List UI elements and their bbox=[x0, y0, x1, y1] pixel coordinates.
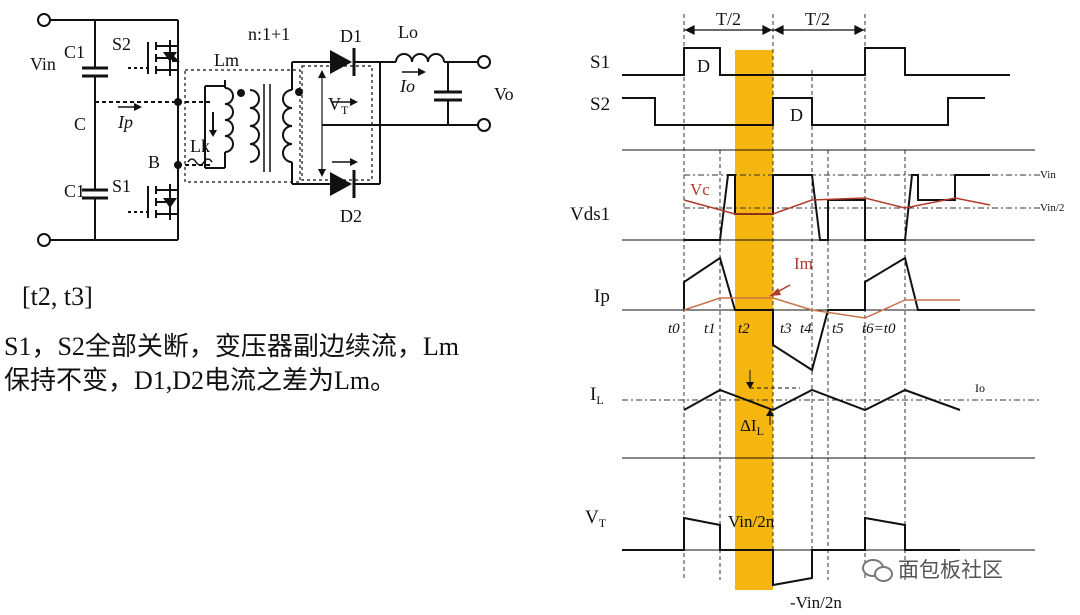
d-s1-label: D bbox=[697, 56, 710, 76]
vc-curve bbox=[683, 197, 991, 215]
vds1-label: Vds1 bbox=[570, 204, 610, 225]
ratio-label: n:1+1 bbox=[248, 24, 290, 44]
vt-label: VT bbox=[328, 94, 349, 117]
t5-label: t5 bbox=[832, 321, 844, 337]
interval-title: [t2, t3] bbox=[22, 282, 93, 311]
c1-bottom-label: C1 bbox=[64, 181, 85, 201]
ip-panel bbox=[622, 256, 1035, 372]
s2-label: S2 bbox=[112, 34, 131, 54]
half-period-1-label: T/2 bbox=[716, 9, 741, 29]
c1-top-label: C1 bbox=[64, 42, 85, 62]
s1-waveform bbox=[622, 47, 1010, 76]
t2-label: t2 bbox=[738, 321, 750, 337]
ip-wave-label: Ip bbox=[594, 286, 610, 307]
vin2n-neg-label: -Vin/2n bbox=[790, 593, 842, 612]
vds1-panel bbox=[622, 149, 1040, 241]
t6-label: t6=t0 bbox=[862, 321, 896, 337]
circuit-labels: Vin C1 C1 S2 S1 C B Ip Lm Lk n:1+1 VT D1… bbox=[30, 22, 514, 226]
ip-label: Ip bbox=[117, 112, 133, 132]
il-waveform bbox=[683, 388, 961, 412]
t0-label: t0 bbox=[668, 321, 680, 337]
im-label: Im bbox=[794, 254, 813, 273]
watermark: 面包板社区 bbox=[862, 552, 1062, 586]
s1-wave-label: S1 bbox=[590, 52, 610, 73]
vt-wave-label: VT bbox=[585, 507, 607, 530]
vo-top-terminal bbox=[477, 55, 491, 69]
s2-waveform bbox=[622, 97, 985, 126]
vin2-ref-label: Vin/2 bbox=[1040, 202, 1064, 214]
io-ref-label: Io bbox=[975, 381, 985, 395]
node-c-label: C bbox=[74, 114, 86, 134]
node-b-label: B bbox=[148, 152, 160, 172]
vds1-waveform bbox=[684, 174, 990, 241]
ip-waveform bbox=[683, 256, 960, 372]
d1-label: D1 bbox=[340, 26, 362, 46]
im-curve bbox=[683, 297, 960, 319]
watermark-text: 面包板社区 bbox=[898, 558, 1003, 582]
period-markers bbox=[684, 25, 865, 35]
d-s2-label: D bbox=[790, 105, 803, 125]
description: S1，S2全部关断，变压器副边续流，Lm 保持不变，D1,D2电流之差为Lm。 bbox=[4, 330, 564, 398]
vin2n-pos-label: Vin/2n bbox=[728, 512, 775, 531]
vt-panel bbox=[622, 516, 1035, 587]
d2-label: D2 bbox=[340, 206, 362, 226]
time-labels: t0 t1 t2 t3 t4 t5 t6=t0 bbox=[668, 321, 896, 337]
delta-il-label: ΔIL bbox=[740, 416, 764, 438]
vt-waveform bbox=[622, 516, 960, 587]
description-line-2: 保持不变，D1,D2电流之差为Lm。 bbox=[4, 366, 397, 395]
vin-top-terminal bbox=[37, 13, 51, 27]
description-line-1: S1，S2全部关断，变压器副边续流，Lm bbox=[4, 332, 460, 361]
circuit-schematic bbox=[37, 13, 491, 247]
il-panel bbox=[622, 370, 1040, 459]
vin-ref-label: Vin bbox=[1040, 169, 1056, 181]
t1-label: t1 bbox=[704, 321, 716, 337]
wechat-icon bbox=[862, 558, 893, 582]
vc-label: Vc bbox=[690, 180, 710, 199]
s2-wave-label: S2 bbox=[590, 94, 610, 115]
t3-label: t3 bbox=[780, 321, 792, 337]
vin-label: Vin bbox=[30, 54, 56, 74]
io-label: Io bbox=[399, 76, 415, 96]
half-period-2-label: T/2 bbox=[805, 9, 830, 29]
highlight-interval bbox=[735, 50, 773, 590]
vo-label: Vo bbox=[494, 84, 514, 104]
lo-label: Lo bbox=[398, 22, 418, 42]
lk-label: Lk bbox=[190, 136, 210, 156]
t4-label: t4 bbox=[800, 321, 812, 337]
vin-bottom-terminal bbox=[37, 233, 51, 247]
lm-label: Lm bbox=[214, 50, 239, 70]
vo-bottom-terminal bbox=[477, 118, 491, 132]
il-wave-label: IL bbox=[590, 384, 604, 407]
s1-label: S1 bbox=[112, 176, 131, 196]
